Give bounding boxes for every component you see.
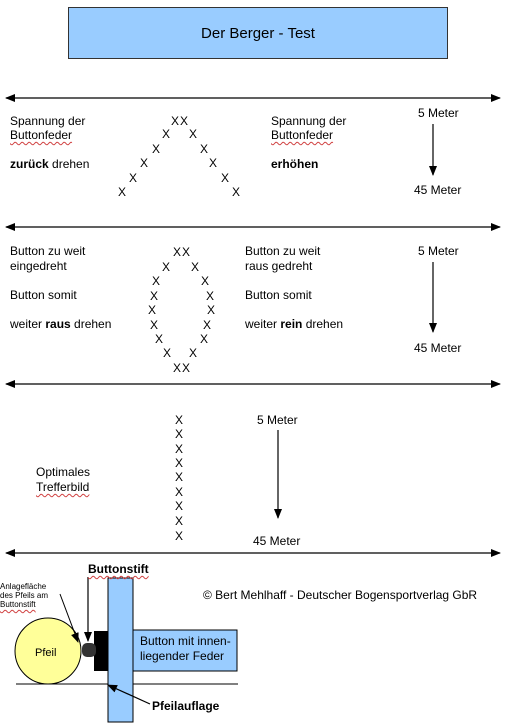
riser-plate	[107, 577, 134, 723]
button-label-line2: liegender Feder	[140, 649, 225, 663]
s2-right-line1: Button zu weit	[245, 244, 321, 258]
marker: X	[129, 171, 138, 185]
contact-line3: Buttonstift	[0, 600, 36, 609]
marker: X	[182, 245, 191, 259]
s3-dist-bottom: 45 Meter	[253, 534, 301, 548]
marker: X	[150, 318, 159, 332]
button-plunger-body	[94, 631, 108, 671]
marker: X	[175, 499, 184, 513]
contact-pointer	[59, 593, 79, 643]
marker: X	[175, 529, 184, 543]
s1-left-line2: Buttonfeder	[10, 128, 73, 142]
marker: X	[163, 346, 172, 360]
s2-left-line1: Button zu weit	[10, 244, 86, 258]
s2-left-instruction: weiter raus drehen	[10, 317, 111, 332]
button-housing	[132, 629, 238, 672]
s3-label-line2: Trefferbild	[36, 480, 90, 494]
s1-left-line1: Spannung der	[10, 114, 86, 128]
marker: X	[182, 361, 191, 375]
s1-left-instruction: zurück drehen	[10, 157, 89, 172]
marker: X	[155, 332, 164, 346]
marker: X	[175, 442, 184, 456]
page-title: Der Berger - Test	[201, 24, 315, 42]
s1-dist-top: 5 Meter	[418, 106, 459, 120]
marker: X	[118, 185, 127, 199]
s2-dist-top: 5 Meter	[418, 244, 459, 258]
marker: X	[148, 303, 157, 317]
s1-left-bold: zurück	[10, 157, 49, 171]
s2-dist-bottom: 45 Meter	[414, 341, 462, 355]
pfeilauflage-label: Pfeilauflage	[152, 699, 220, 713]
marker: X	[175, 470, 184, 484]
s2-right-line3: Button somit	[245, 288, 312, 302]
marker: X	[150, 289, 159, 303]
s3-label-line1: Optimales	[36, 465, 91, 479]
s2-right-line2: raus gedreht	[245, 259, 313, 273]
marker: X	[152, 274, 161, 288]
contact-line2: des Pfeils am	[0, 591, 49, 600]
marker: X	[189, 127, 198, 141]
marker: X	[206, 289, 215, 303]
marker: X	[162, 260, 171, 274]
s3-dist-top: 5 Meter	[257, 413, 298, 427]
marker: X	[171, 114, 180, 128]
marker: X	[232, 185, 241, 199]
s1-right-bold: erhöhen	[271, 157, 319, 171]
s2-left-line2: eingedreht	[10, 259, 67, 273]
s2-left-post: drehen	[70, 317, 112, 331]
marker: X	[162, 127, 171, 141]
marker: X	[175, 485, 184, 499]
marker: X	[175, 514, 184, 528]
marker: X	[175, 413, 184, 427]
marker: X	[203, 318, 212, 332]
copyright-text: © Bert Mehlhaff - Deutscher Bogensportve…	[203, 588, 478, 602]
marker: X	[209, 156, 218, 170]
s2-left-bold: raus	[45, 317, 71, 331]
s1-right-line1: Spannung der	[271, 114, 347, 128]
s1-left-rest: drehen	[48, 157, 90, 171]
marker: X	[180, 114, 189, 128]
marker: X	[140, 156, 149, 170]
s1-right-line2: Buttonfeder	[271, 128, 334, 142]
marker: X	[189, 346, 198, 360]
marker: X	[191, 260, 200, 274]
s2-right-pre: weiter	[245, 317, 281, 331]
s2-left-line3: Button somit	[10, 288, 77, 302]
title-box: Der Berger - Test	[68, 7, 448, 59]
marker: X	[175, 427, 184, 441]
pfeilauflage-pointer	[107, 684, 151, 705]
marker: X	[173, 245, 182, 259]
marker: X	[200, 332, 209, 346]
marker: X	[201, 274, 210, 288]
marker: X	[207, 303, 216, 317]
s2-right-instruction: weiter rein drehen	[245, 317, 343, 332]
marker: X	[175, 456, 184, 470]
contact-line1: Anlagefläche	[0, 582, 47, 591]
arrow-shaft-circle	[14, 617, 82, 685]
s2-left-pre: weiter	[10, 317, 46, 331]
s2-right-post: drehen	[302, 317, 344, 331]
button-label-line1: Button mit innen-	[140, 634, 231, 648]
s1-dist-bottom: 45 Meter	[414, 183, 462, 197]
s2-right-bold: rein	[280, 317, 303, 331]
buttonstift-label: Buttonstift	[88, 562, 149, 576]
marker: X	[173, 361, 182, 375]
marker: X	[152, 142, 161, 156]
marker: X	[200, 142, 209, 156]
marker: X	[221, 171, 230, 185]
pfeil-label: Pfeil	[35, 647, 57, 659]
button-pin	[82, 643, 96, 657]
contact-surface-label: Anlagefläche des Pfeils am Buttonstift	[0, 582, 60, 609]
